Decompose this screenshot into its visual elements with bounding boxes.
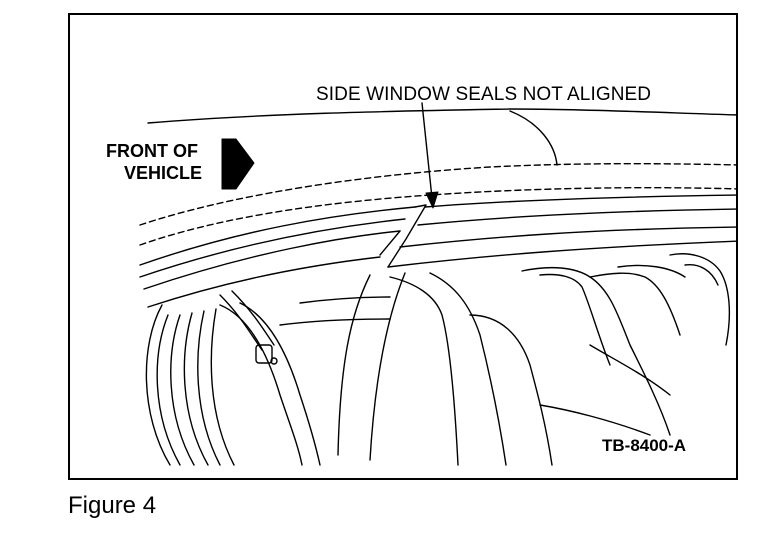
rear-seat-crease-4 (469, 314, 553, 466)
rear-seat-crease-5 (539, 404, 651, 436)
front-of-vehicle-label-line1: FRONT OF (106, 141, 198, 161)
rear-seat-fold (539, 273, 611, 366)
pillar-trim-2 (429, 272, 507, 466)
vehicle-interior-illustration (139, 102, 736, 466)
seat-belt-buckle (255, 344, 273, 364)
rear-headrest-inner (684, 264, 719, 286)
callout-arrowhead-icon (425, 191, 439, 209)
rear-seat-crease-3 (589, 344, 671, 396)
callout-label: SIDE WINDOW SEALS NOT ALIGNED (316, 84, 652, 105)
window-seal-rear-3 (399, 226, 736, 248)
figure-caption: Figure 4 (68, 492, 157, 519)
roof-rail-line-2 (139, 218, 406, 278)
seal-step-edge (379, 230, 401, 256)
roof-rail-line-1 (139, 206, 416, 266)
window-seal-rear-1 (424, 194, 736, 208)
b-pillar (337, 274, 371, 456)
rear-seat-crease (589, 272, 681, 336)
figure-frame: SIDE WINDOW SEALS NOT ALIGNED FRONT OF V… (68, 13, 738, 480)
seat-back-stitch-1 (156, 314, 181, 466)
seat-belt-2 (231, 290, 275, 346)
seat-side-bolster (219, 304, 303, 466)
rail-lower-edge (147, 256, 381, 308)
seat-back-stitch-2 (170, 314, 195, 466)
dashed-trim-upper (139, 162, 736, 226)
buckle-pin (270, 357, 278, 365)
pillar-trim (389, 276, 459, 466)
front-of-vehicle-label-line2: VEHICLE (124, 163, 203, 183)
seat-side-bolster-2 (239, 302, 321, 466)
b-pillar-inner (369, 272, 406, 461)
right-arrow-icon (221, 138, 255, 190)
headliner-fold (509, 110, 558, 166)
rear-seat-crease-2 (617, 264, 686, 278)
window-seal-rear-2 (417, 208, 736, 226)
rear-seat-outline (521, 266, 671, 436)
dashed-trim-lower (139, 186, 736, 246)
interior-line-2 (299, 296, 391, 304)
rear-headrest (669, 253, 731, 346)
callout-leader-line (421, 102, 433, 199)
window-seal-rear-4 (387, 240, 736, 268)
figure-id-label: TB-8400-A (602, 436, 687, 455)
roof-rail-line-3 (143, 230, 401, 290)
headliner-outline (147, 108, 736, 124)
seat-back-outline (145, 304, 171, 466)
seat-back-stitch-3 (183, 312, 209, 466)
seat-back-stitch-5 (210, 308, 235, 466)
interior-line-1 (279, 318, 391, 326)
seat-back-stitch-4 (197, 310, 221, 466)
seal-misalignment-step (387, 204, 427, 268)
